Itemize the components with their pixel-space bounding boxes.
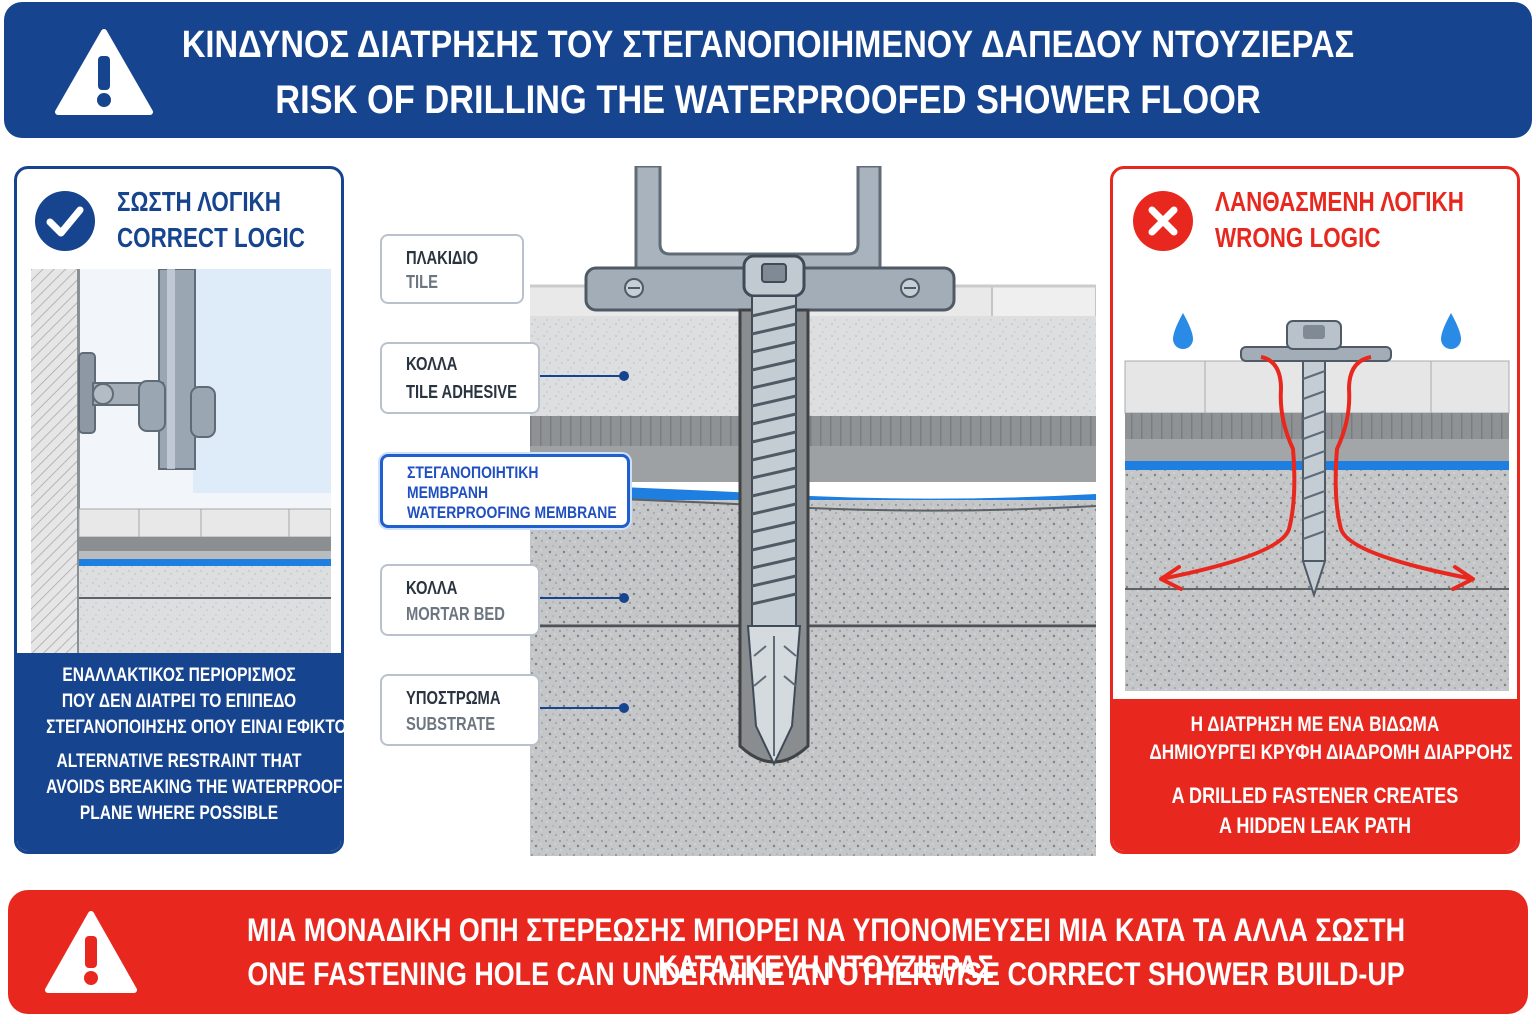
wrong-caption-greek-1: Η ΔΙΑΤΡΗΣΗ ΜΕ ΕΝΑ ΒΙΔΩΜΑ [1190, 713, 1440, 736]
wall-section [31, 269, 79, 653]
leak-path [1160, 355, 1297, 581]
warning-triangle-icon [45, 911, 137, 993]
grab-bar [158, 269, 196, 470]
wrong-title-english: WRONG LOGIC [1215, 222, 1381, 253]
label-tile: ΠΛΑΚΙΔΙΟ TILE [380, 234, 524, 304]
correct-caption-english-2: AVOIDS BREAKING THE WATERPROOF [46, 777, 343, 798]
adhesive-layer [530, 416, 1096, 446]
warning-triangle-icon [55, 29, 153, 115]
label-substrate: ΥΠΟΣΤΡΩΜΑ SUBSTRATE [380, 674, 540, 746]
leak-path [1333, 355, 1474, 581]
correct-title-english: CORRECT LOGIC [117, 222, 305, 253]
wrong-caption-english-1: A DRILLED FASTENER CREATES [1171, 783, 1459, 808]
correct-caption-english-1: ALTERNATIVE RESTRAINT THAT [56, 751, 302, 772]
wrong-caption-box: Η ΔΙΑΤΡΗΣΗ ΜΕ ΕΝΑ ΒΙΔΩΜΑ ΔΗΜΙΟΥΡΓΕΙ ΚΡΥΦ… [1113, 699, 1517, 851]
substrate-layer [530, 628, 1096, 856]
checkmark-icon [35, 191, 95, 251]
correct-caption-greek-1: ΕΝΑΛΛΑΚΤΙΚΟΣ ΠΕΡΙΟΡΙΣΜΟΣ [62, 665, 296, 686]
header-title-english: RISK OF DRILLING THE WATERPROOFED SHOWER… [275, 78, 1261, 122]
footer-text-greek: ΜΙΑ ΜΟΝΑΔΙΚΗ ΟΠΗ ΣΤΕΡΕΩΣΗΣ ΜΠΟΡΕΙ ΝΑ ΥΠΟ… [246, 912, 1406, 985]
water-drop-icon [1173, 313, 1193, 349]
membrane-layer [79, 559, 331, 566]
correct-caption-box: ΕΝΑΛΛΑΚΤΙΚΟΣ ΠΕΡΙΟΡΙΣΜΟΣ ΠΟΥ ΔΕΝ ΔΙΑΤΡΕΙ… [17, 653, 347, 851]
label-mortar-bed: ΚΟΛΛΑ MORTAR BED [380, 564, 540, 636]
correct-title-greek: ΣΩΣΤΗ ΛΟΓΙΚΗ [117, 186, 281, 217]
floor-cross-section [530, 166, 1096, 856]
wrong-title-greek: ΛΑΝΘΑΣΜΕΝΗ ΛΟΓΙΚΗ [1215, 186, 1464, 217]
footer-banner: ΜΙΑ ΜΟΝΑΔΙΚΗ ΟΠΗ ΣΤΕΡΕΩΣΗΣ ΜΠΟΡΕΙ ΝΑ ΥΠΟ… [8, 890, 1528, 1014]
correct-illustration [31, 269, 331, 653]
header-banner: ΚΙΝΔΥΝΟΣ ΔΙΑΤΡΗΣΗΣ ΤΟΥ ΣΤΕΓΑΝΟΠΟΙΗΜΕΝΟΥ … [4, 2, 1532, 138]
label-tile-adhesive: ΚΟΛΛΑ TILE ADHESIVE [380, 342, 540, 414]
cross-icon [1133, 191, 1193, 251]
header-title-greek: ΚΙΝΔΥΝΟΣ ΔΙΑΤΡΗΣΗΣ ΤΟΥ ΣΤΕΓΑΝΟΠΟΙΗΜΕΝΟΥ … [181, 24, 1355, 66]
wrong-caption-english-2: A HIDDEN LEAK PATH [1218, 813, 1412, 838]
correct-logic-panel: ΣΩΣΤΗ ΛΟΓΙΚΗ CORRECT LOGIC ΕΝΑΛΛΑΚΤΙΚΟΣ … [14, 166, 347, 854]
leader-lines [540, 371, 629, 713]
correct-caption-english-3: PLANE WHERE POSSIBLE [79, 803, 279, 824]
wrong-logic-panel: ΛΑΝΘΑΣΜΕΝΗ ΛΟΓΙΚΗ WRONG LOGIC Η ΔΙΑΤΡΗΣΗ… [1110, 166, 1520, 854]
footer-text-english: ONE FASTENING HOLE CAN UNDERMINE AN OTHE… [247, 956, 1405, 992]
water-drop-icon [1441, 313, 1461, 349]
wrong-caption-greek-2: ΔΗΜΙΟΥΡΓΕΙ ΚΡΥΦΗ ΔΙΑΔΡΟΜΗ ΔΙΑΡΡΟΗΣ [1149, 741, 1513, 764]
label-waterproofing-membrane: ΣΤΕΓΑΝΟΠΟΙΗΤΙΚΗ ΜΕΜΒΡΑΝΗ WATERPROOFING M… [380, 454, 630, 528]
wrong-illustration [1121, 299, 1513, 691]
correct-caption-greek-3: ΣΤΕΓΑΝΟΠΟΙΗΣΗΣ ΟΠΟΥ ΕΙΝΑΙ ΕΦΙΚΤΟ [46, 717, 347, 738]
correct-caption-greek-2: ΠΟΥ ΔΕΝ ΔΙΑΤΡΕΙ ΤΟ ΕΠΙΠΕΔΟ [61, 691, 297, 712]
